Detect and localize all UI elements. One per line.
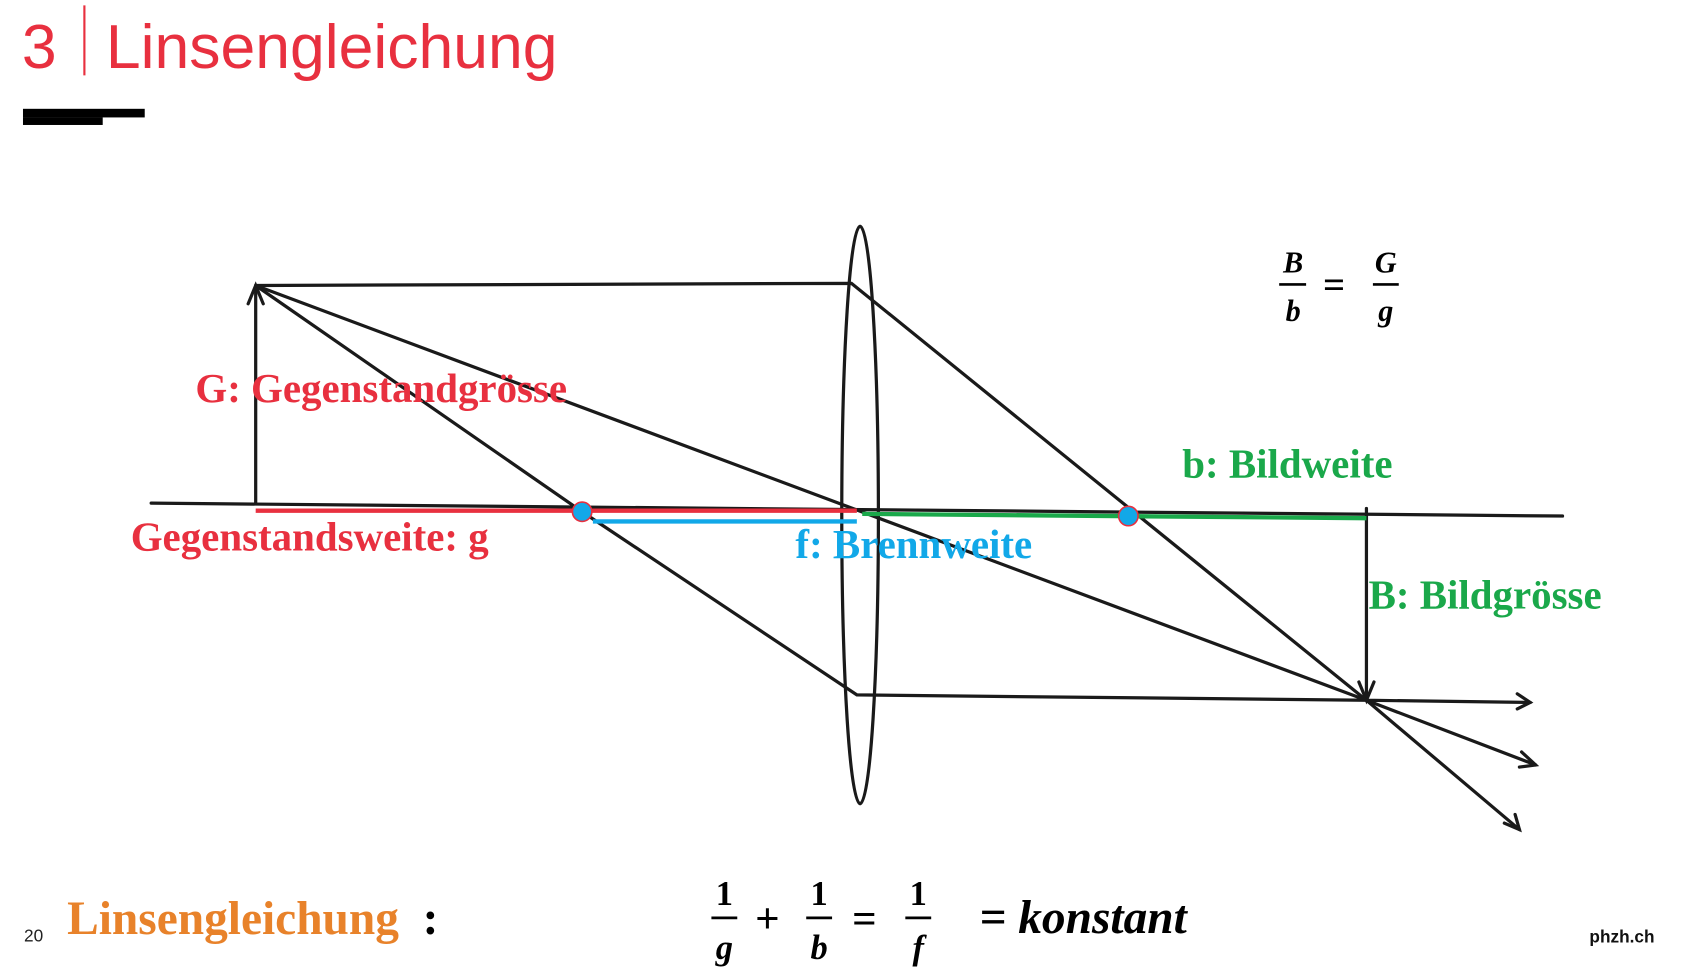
plus: +	[755, 896, 780, 943]
chapter-number: 3	[22, 12, 57, 82]
equals: =	[852, 896, 877, 943]
page-number: 20	[24, 926, 43, 946]
den-b: b	[811, 929, 828, 967]
label-image-distance: b: Bildweite	[1182, 441, 1392, 486]
constant: = konstant	[979, 892, 1188, 944]
image-distance-line	[862, 511, 1367, 521]
ratio-b: b	[1286, 294, 1301, 328]
lens-equation: 1 g + 1 b = 1 f = konstant	[711, 875, 1189, 967]
num-1: 1	[716, 875, 733, 913]
ray-parallel	[254, 281, 1532, 705]
ray-out-3	[1364, 698, 1522, 832]
num-2: 1	[811, 875, 828, 913]
arrowhead-1	[1515, 692, 1534, 711]
den-g: g	[715, 929, 733, 967]
den-f: f	[913, 929, 928, 967]
brand: phzh.ch	[1589, 927, 1654, 947]
ratio-formula: B b = G g	[1279, 246, 1399, 328]
label-focal-length: f: Brennweite	[795, 522, 1032, 567]
label-object-distance: Gegenstandsweite: g	[131, 515, 490, 560]
ray-focal	[254, 283, 1369, 702]
optics-diagram: G: Gegenstandgrösse Gegenstandsweite: g …	[131, 224, 1602, 833]
label-object-size: G: Gegenstandgrösse	[195, 366, 567, 411]
arrowhead-3	[1502, 812, 1522, 833]
header-bar-2	[22, 117, 103, 125]
equation-label: Linsengleichung	[67, 893, 399, 945]
label-image-size: B: Bildgrösse	[1369, 573, 1602, 618]
ratio-g: g	[1377, 294, 1393, 328]
num-3: 1	[910, 875, 927, 913]
arrowhead-2	[1517, 750, 1540, 769]
ratio-G: G	[1375, 246, 1397, 280]
page-title: Linsengleichung	[106, 12, 558, 82]
header-bar	[22, 108, 145, 118]
equation-colon: :	[423, 893, 439, 945]
ratio-B: B	[1282, 246, 1303, 280]
focal-point-left	[571, 501, 593, 523]
ratio-eq: =	[1323, 263, 1345, 306]
focal-point-right	[1117, 505, 1139, 527]
